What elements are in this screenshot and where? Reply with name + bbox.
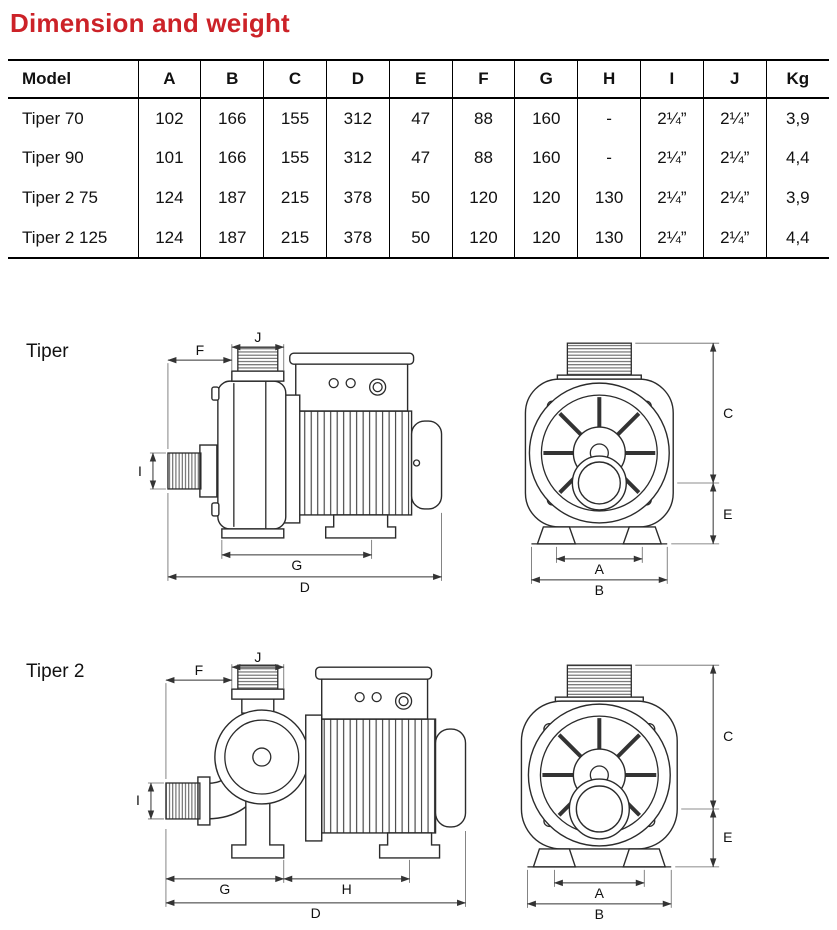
table-cell: Tiper 70 [22,108,84,128]
table-cell: 120 [451,218,515,258]
col-header-g: G [514,60,578,99]
table-cell: 120 [514,218,578,258]
dimension-table: Model A B C D E F G H I J Kg Tiper 70 10… [8,59,829,259]
table-cell: 2¼” [640,98,704,138]
tiper-front-view: C E A B [524,342,733,598]
col-header-h: H [577,60,641,99]
dim-label-e: E [723,829,732,845]
table-cell: 166 [200,98,264,138]
col-header-kg: Kg [765,60,829,99]
table-cell: 50 [388,218,453,258]
col-header-i: I [640,60,704,99]
figure-tiper-2: Tiper 2 [8,651,829,929]
table-cell: 312 [325,138,390,178]
tiper-2-drawing: J F I G H D [136,651,733,922]
table-cell: 50 [388,178,453,218]
dim-label-i: I [136,792,140,808]
table-cell: 160 [514,138,578,178]
table-cell: 155 [263,98,327,138]
table-cell: Tiper 2 75 [22,188,98,207]
table-cell: 47 [388,98,453,138]
dim-label-b: B [595,906,604,922]
dim-label-f: F [195,662,204,678]
dim-label-c: C [723,728,733,744]
table-cell: 2¼” [702,218,767,258]
table-cell: 124 [137,178,201,218]
table-cell: 47 [388,138,453,178]
dim-label-d: D [300,579,310,595]
table-row: Tiper 2 75 124 187 215 378 50 120 120 13… [8,178,829,218]
figure-label: Tiper [26,341,69,362]
col-header-f: F [451,60,515,99]
dim-label-g: G [291,557,302,573]
table-cell: 102 [137,98,201,138]
table-cell: 4,4 [765,138,829,178]
table-cell: 2¼” [702,178,767,218]
table-cell: 120 [514,178,578,218]
col-header-d: D [325,60,390,99]
table-cell: 88 [451,138,515,178]
table-cell: 101 [137,138,201,178]
tiper-side-view: J F I G D [138,331,443,595]
table-cell: 215 [263,178,327,218]
dim-label-a: A [595,561,605,577]
table-cell: 3,9 [765,178,829,218]
table-cell: 4,4 [765,218,829,258]
col-header-model: Model [8,60,138,99]
dim-label-j: J [254,331,261,345]
dim-label-c: C [723,405,733,421]
table-header-row: Model A B C D E F G H I J Kg [8,60,829,99]
table-cell: 187 [200,218,264,258]
dim-label-d: D [311,905,321,921]
table-cell: 2¼” [640,218,704,258]
dim-label-h: H [342,881,352,897]
table-cell: 120 [451,178,515,218]
col-header-a: A [137,60,201,99]
table-cell: 2¼” [702,138,767,178]
table-cell: 2¼” [640,178,704,218]
dim-label-a: A [595,885,605,901]
table-cell: 2¼” [702,98,767,138]
figure-label: Tiper 2 [26,661,85,682]
col-header-c: C [263,60,327,99]
dim-label-i: I [138,463,142,479]
table-cell: Tiper 2 125 [22,227,108,247]
table-cell: 2¼” [640,138,704,178]
table-cell: 124 [137,218,201,258]
table-cell: 166 [200,138,264,178]
table-cell: Tiper 90 [22,148,84,167]
table-cell: 130 [577,218,641,258]
table-cell: 88 [451,98,515,138]
col-header-j: J [702,60,767,99]
dim-label-f: F [196,342,205,358]
dim-label-j: J [254,651,261,665]
table-cell: - [577,98,641,138]
tiper-2-front-view: C E A B [520,664,733,922]
table-cell: 3,9 [765,98,829,138]
table-cell: 378 [325,218,390,258]
col-header-e: E [388,60,453,99]
tiper-2-side-view: J F I G H D [136,651,467,921]
dim-label-g: G [219,881,230,897]
dim-label-e: E [723,506,732,522]
table-cell: 160 [514,98,578,138]
table-cell: 215 [263,218,327,258]
table-row: Tiper 90 101 166 155 312 47 88 160 - 2¼”… [8,138,829,178]
table-cell: - [577,138,641,178]
table-row: Tiper 70 102 166 155 312 47 88 160 - 2¼”… [8,98,829,138]
tiper-drawing: J F I G D [138,331,733,598]
page-title: Dimension and weight [10,8,290,38]
figure-tiper: Tiper [8,331,829,601]
dim-label-b: B [595,582,604,598]
table-cell: 312 [325,98,390,138]
table-cell: 378 [325,178,390,218]
table-row: Tiper 2 125 124 187 215 378 50 120 120 1… [8,218,829,258]
table-cell: 130 [577,178,641,218]
table-cell: 187 [200,178,264,218]
table-cell: 155 [263,138,327,178]
col-header-b: B [200,60,264,99]
